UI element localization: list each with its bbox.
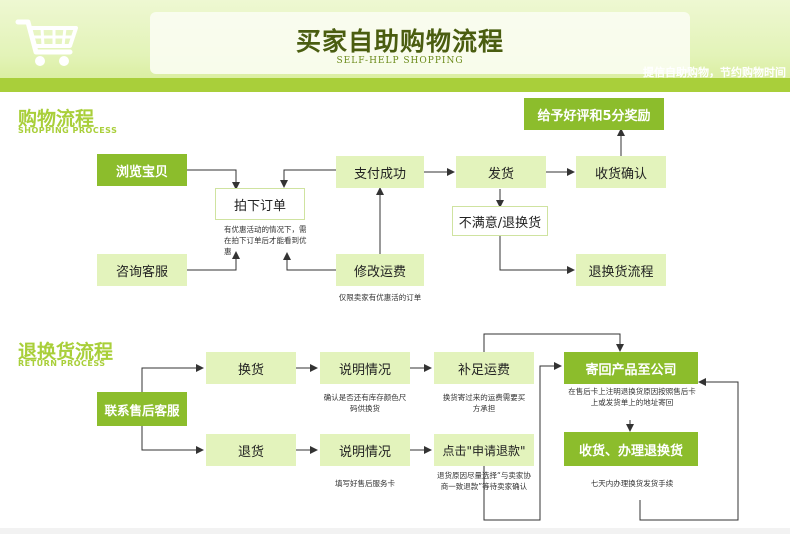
explain-refund-note: 填写好售后服务卡 [335,479,395,488]
send-back-note: 在售后卡上注明退换货原因按照售后卡上或发货单上的地址寄回 [568,387,696,407]
modify-shipping-note: 仅限卖家有优惠活的订单 [338,293,422,302]
step-receive-process: 收货、办理退换货 [564,432,698,466]
receive-process-note: 七天内办理换货发货手续 [590,479,674,488]
shopping-section-subtitle: SHOPPING PROCESS [18,126,118,135]
supplement-shipping-note: 换货寄过来的运费需要买方承担 [442,393,526,413]
header-banner-strip [0,78,790,92]
step-place-order: 拍下订单 [215,188,305,220]
banner-subtitle: SELF-HELP SHOPPING [336,56,464,66]
page-footer-strip [0,528,790,534]
shopping-section-title: 购物流程 [18,108,95,130]
step-payment-success: 支付成功 [336,156,424,188]
step-confirm-receipt: 收货确认 [576,156,666,188]
step-explain-exchange: 说明情况 [320,352,410,384]
apply-refund-note: 退货原因尽量选择“与卖家协商一致退款”等待卖家确认 [437,471,531,491]
banner-title: 买家自助购物流程 [295,27,504,56]
step-explain-refund: 说明情况 [320,434,410,466]
step-exchange: 换货 [206,352,296,384]
header-title-panel [150,12,690,74]
step-send-back-product: 寄回产品至公司 [564,352,698,384]
step-supplement-shipping: 补足运费 [434,352,534,384]
step-browse: 浏览宝贝 [97,154,187,186]
explain-exchange-note: 确认是否还有库存颜色尺码供换货 [323,393,407,413]
return-section-subtitle: RETURN PROCESS [18,359,106,368]
step-consult: 咨询客服 [97,254,187,286]
return-section-title: 退换货流程 [18,341,114,363]
step-good-review: 给予好评和5分奖励 [524,98,664,130]
step-ship: 发货 [456,156,546,188]
banner-slogan: 提信自助购物，节约购物时间 [643,66,786,79]
step-return-flow: 退换货流程 [576,254,666,286]
step-modify-shipping: 修改运费 [336,254,424,286]
step-apply-refund: 点击"申请退款" [434,434,534,466]
step-unsatisfied-return: 不满意/退换货 [452,206,548,236]
step-refund: 退货 [206,434,296,466]
shopping-cart-icon [12,12,82,74]
step-contact-service: 联系售后客服 [97,392,187,426]
order-note: 有优惠活动的情况下，需在拍下订单后才能看到优惠 [224,225,307,256]
